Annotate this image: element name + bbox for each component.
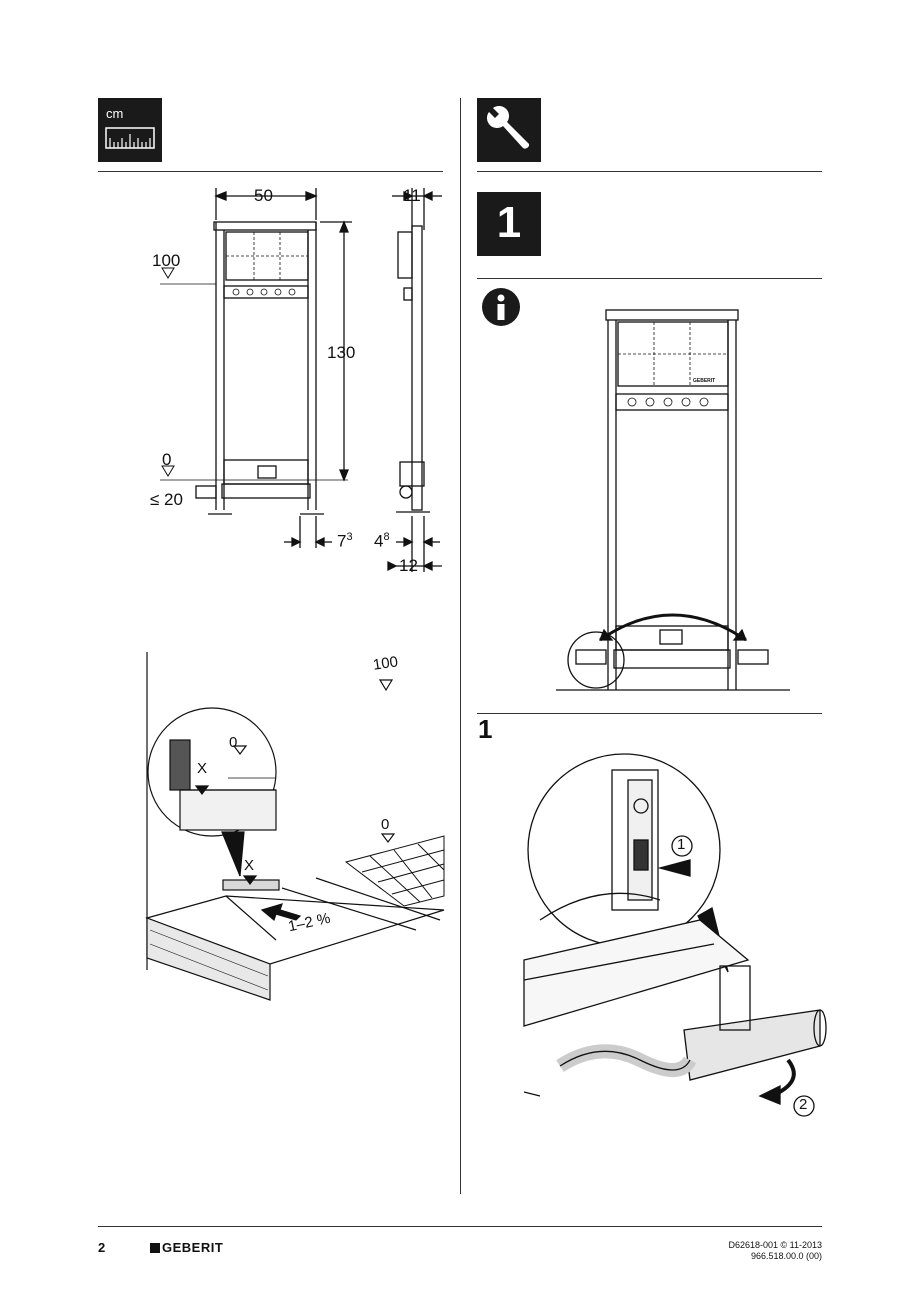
tool-badge: [477, 98, 541, 162]
brand-block-icon: [150, 1243, 160, 1253]
dim-zero-label: 0: [162, 450, 172, 469]
step-badge: 1: [477, 192, 541, 256]
callout-2: 2: [799, 1096, 808, 1113]
dim-height-label: 130: [327, 343, 356, 362]
dim-max-pipe-label: ≤ 20: [150, 490, 183, 509]
dim-ref-100-label: 100: [152, 251, 181, 270]
unit-label: cm: [106, 106, 124, 121]
column-divider: [460, 98, 461, 1194]
ruler-icon: [105, 127, 155, 149]
floor-mark-x-level: X: [244, 857, 255, 874]
floor-mark-x-wall: X: [197, 760, 208, 777]
floor-zero-wall-label: 0: [229, 734, 238, 751]
dim-offset-label: 73: [337, 531, 353, 551]
doc-id: D62618-001 © 11-2013: [728, 1240, 822, 1250]
floor-zero-tiles-label: 0: [381, 816, 390, 833]
measurement-unit-badge: cm: [98, 98, 162, 162]
callout-1: 1: [677, 836, 686, 853]
doc-reference: D62618-001 © 11-2013 966.518.00.0 (00): [728, 1240, 822, 1262]
info-icon: [482, 288, 520, 326]
step-badge-number: 1: [496, 198, 522, 247]
right-header-divider: [477, 171, 822, 172]
step-label: 1: [478, 714, 493, 744]
wrench-icon: [487, 106, 530, 149]
dim-foot-label: 48: [374, 531, 390, 551]
article-number: 966.518.00.0 (00): [750, 1251, 822, 1261]
brand-logo: GEBERIT: [150, 1240, 223, 1255]
frame-brand-logo: GEBERIT: [693, 378, 716, 384]
info-divider: [477, 713, 822, 714]
page-number: 2: [98, 1240, 106, 1255]
left-header-divider: [98, 171, 443, 172]
step-divider: [477, 278, 822, 279]
footer-divider: [98, 1226, 822, 1227]
frame-dimension-drawing: [160, 188, 442, 572]
